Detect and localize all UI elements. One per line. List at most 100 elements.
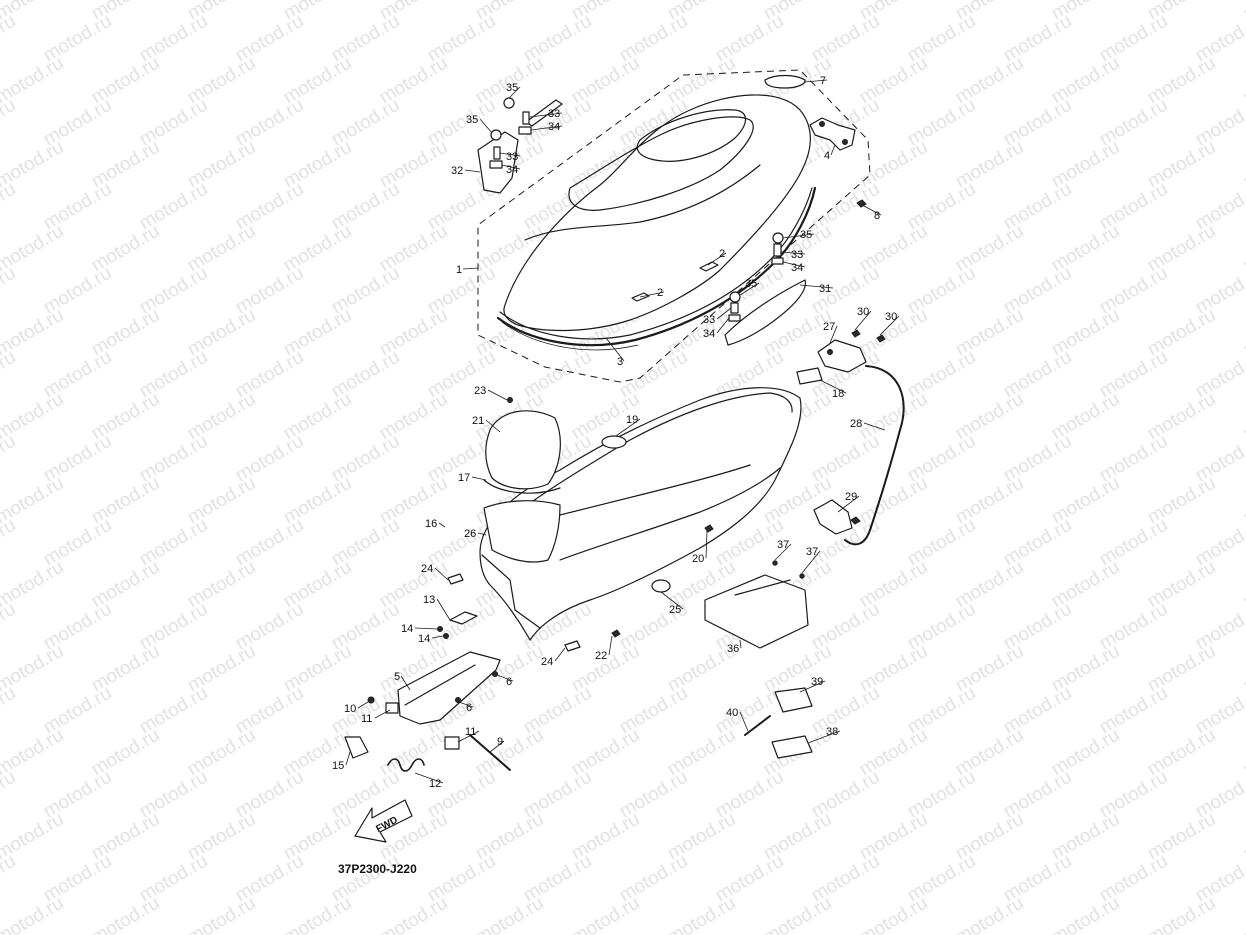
callout-6: 6 [466,702,472,714]
callout-2: 2 [657,287,663,299]
watermark-text: motod.ru [1048,893,1123,935]
part-30-screw-a [851,329,861,338]
leader-line-9 [489,740,505,753]
watermark-text: motod.ru [0,893,67,935]
part-33-bolt-lower [730,302,739,314]
callout-1: 1 [456,264,462,276]
leader-line-18 [819,379,847,394]
watermark-text: motod.ru [0,851,19,907]
callout-33: 33 [506,151,518,163]
leader-line-15 [345,751,351,766]
callout-38: 38 [826,726,838,738]
watermark-text: motod.ru [760,893,835,935]
callout-3: 3 [617,356,623,368]
callout-24: 24 [421,563,433,575]
leader-line-19 [615,418,641,437]
storage-box-floor-rib [559,467,781,561]
callout-25: 25 [669,604,681,616]
callout-13: 13 [423,594,435,606]
leader-line-4 [830,144,836,156]
leader-line-6 [496,674,514,682]
callout-31: 31 [819,283,831,295]
part-16-storage-box [479,387,802,641]
watermark-text: motod.ru [0,95,19,151]
leader-line-14 [414,627,438,630]
seat-group-outline [477,69,871,383]
leader-line-38 [807,730,841,744]
seat-assembly [477,69,871,383]
diagram-code: 37P2300-J220 [338,862,417,876]
part-33-bolt-top [522,111,530,125]
watermark-text: motod.ru [1240,137,1246,193]
part-4-bolt-hole-2 [842,139,848,145]
leader-line-35 [782,233,815,239]
callout-35: 35 [800,229,812,241]
leader-line-32 [464,169,481,173]
part-19-cap [601,435,627,449]
leader-line-34 [716,317,730,334]
part-6-bolt-a [492,671,498,677]
leader-line-24 [554,647,566,662]
leader-line-3 [605,337,625,362]
accessory-parts [744,687,813,759]
watermark-text: motod.ru [0,431,19,487]
watermark-text: motod.ru [1144,893,1219,935]
part-7-rear-cover [764,74,806,89]
watermark-text: motod.ru [1240,389,1246,445]
callout-8: 8 [874,210,880,222]
stand-linkage [344,651,511,772]
part-34-washer-top [518,126,532,135]
leader-line-34 [501,164,521,170]
leader-line-34 [530,125,563,131]
part-13-stay [449,611,478,625]
leader-line-1 [462,267,479,270]
leader-line-40 [739,711,749,732]
part-37-screw-b [799,573,805,579]
watermark-text: motod.ru [1240,557,1246,613]
watermark-text: motod.ru [664,893,739,935]
watermark-text: motod.ru [88,893,163,935]
callout-22: 22 [595,650,607,662]
leader-line-39 [799,680,826,693]
callout-14: 14 [418,633,430,645]
seat-side-crease [524,164,761,241]
callout-12: 12 [429,778,441,790]
callout-27: 27 [823,321,835,333]
leader-line-26 [477,532,487,536]
leader-line-10 [357,701,369,709]
leader-line-14 [431,635,444,639]
leader-line-33 [780,251,806,255]
part-27-hole [827,349,833,355]
part-30-screw-b [876,334,886,343]
leader-line-22 [608,635,613,656]
part-29-lock-holder [813,499,853,535]
leader-line-28 [863,422,886,431]
part-35-cap-top [503,97,515,109]
leader-line-35 [508,86,521,99]
watermark-text: motod.ru [184,893,259,935]
callout-35: 35 [745,278,757,290]
callout-32: 32 [451,165,463,177]
part-34-washer-lower [728,314,741,322]
callout-36: 36 [727,643,739,655]
watermark-text: motod.ru [1240,809,1246,865]
watermark-text: motod.ru [280,893,355,935]
watermark-text: motod.ru [1240,473,1246,529]
part-23-screw [507,397,513,403]
part-39-pad [774,687,813,713]
part-40-band [744,715,771,736]
callout-24: 24 [541,656,553,668]
part-33-bolt-right [773,243,782,257]
callout-33: 33 [548,108,560,120]
part-24-bolt-b [564,640,581,652]
callout-2: 2 [719,248,725,260]
seat-trim-strip [496,186,817,347]
leader-line-37 [774,543,792,561]
callout-23: 23 [474,385,486,397]
callout-29: 29 [845,491,857,503]
watermark-text: motod.ru [568,893,643,935]
watermark-text: motod.ru [0,11,19,67]
